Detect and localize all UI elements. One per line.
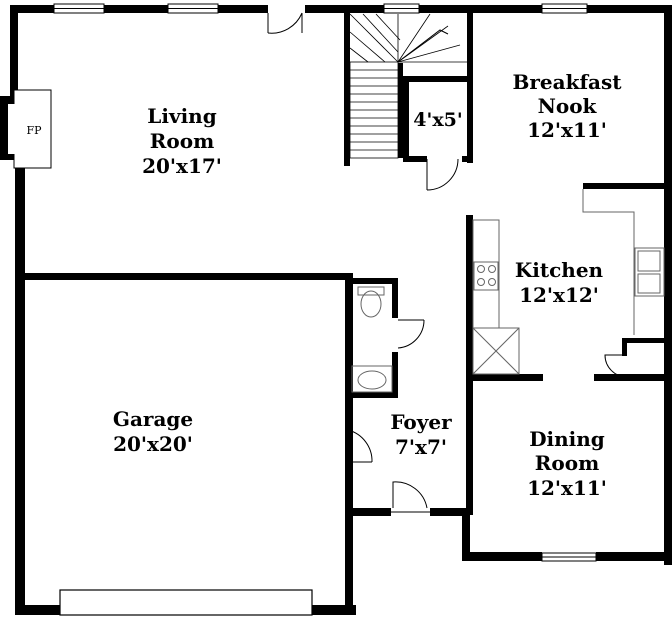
kitchen-name: Kitchen <box>515 258 604 282</box>
dining-room-name-line1: Dining <box>529 427 605 451</box>
dining-room-size: 12'x11' <box>527 476 607 500</box>
breakfast-nook-size: 12'x11' <box>527 118 607 142</box>
garage-name: Garage <box>113 407 193 431</box>
stair-right-wall <box>398 63 403 158</box>
stair-winders <box>349 13 467 63</box>
doors <box>267 5 628 516</box>
kitchen-left-wall <box>466 215 473 515</box>
room-labels: Living Room 20'x17' Breakfast Nook 12'x1… <box>113 70 622 500</box>
front-door-swing <box>392 481 428 509</box>
garage-foyer-door-swing <box>347 429 373 463</box>
living-garage-wall <box>15 273 353 280</box>
toilet-bowl <box>360 290 382 318</box>
foyer-name: Foyer <box>390 410 452 434</box>
bath-vanity <box>351 365 393 393</box>
dining-bottom-wall-right <box>596 552 672 561</box>
fireplace-box <box>13 89 52 169</box>
foyer-bottom-wall-right <box>430 508 470 516</box>
closet-top-wall <box>403 76 473 82</box>
outer-walls <box>10 5 672 615</box>
toilet-tank <box>357 286 385 296</box>
stair-treads <box>350 69 398 151</box>
bath-right-wall-lower <box>392 352 398 397</box>
pantry-top-wall <box>622 338 672 343</box>
right-wall <box>664 5 672 565</box>
fireplace: FP <box>0 89 52 169</box>
foyer-bottom-wall-left <box>345 508 391 516</box>
top-wall <box>10 5 672 13</box>
staircase <box>349 13 467 159</box>
kitchen-counter-left <box>472 219 500 329</box>
closet-bottom-left <box>403 156 427 162</box>
kitchen-sink <box>634 247 665 297</box>
garage-size: 20'x20' <box>113 432 193 456</box>
living-room-name-line1: Living <box>147 104 216 128</box>
fireplace-label: FP <box>26 124 42 137</box>
bath-bottom-wall <box>345 392 398 398</box>
kitchen-label: Kitchen 12'x12' <box>515 258 604 307</box>
burner-3 <box>477 278 485 286</box>
bottom-wall-garage-right <box>312 605 356 615</box>
dining-bottom-wall-left <box>462 552 542 561</box>
dining-room-label: Dining Room 12'x11' <box>527 427 607 500</box>
bottom-wall-garage-left <box>15 605 60 615</box>
left-wall-upper <box>10 5 18 105</box>
burner-2 <box>488 265 496 273</box>
garage-door-opening <box>59 589 313 616</box>
sink-basin-1 <box>637 250 661 272</box>
breakfast-nook-name-line2: Nook <box>538 94 598 118</box>
dining-room-name-line2: Room <box>535 451 599 475</box>
bath-fixtures <box>351 286 393 393</box>
kitchen-dining-wall-right <box>594 374 672 381</box>
kitchen-size: 12'x12' <box>519 283 599 307</box>
breakfast-nook-label: Breakfast Nook 12'x11' <box>512 70 622 142</box>
breakfast-nook-name-line1: Breakfast <box>512 70 622 94</box>
dining-left-wall <box>462 508 470 561</box>
pantry-door-swing <box>604 354 628 378</box>
refrigerator <box>472 327 520 375</box>
breakfast-bottom-wall <box>583 183 672 189</box>
burner-4 <box>488 278 496 286</box>
living-room-size: 20'x17' <box>142 154 222 178</box>
bath-sink <box>357 370 387 390</box>
burner-1 <box>477 265 485 273</box>
kitchen-dining-wall-left <box>466 374 543 381</box>
windows <box>53 3 597 616</box>
bath-top-wall <box>345 278 397 284</box>
top-entry-door-gap <box>268 5 305 13</box>
closet-bottom-right <box>462 156 473 162</box>
foyer-label: Foyer 7'x7' <box>390 410 452 459</box>
stair-arrow <box>397 29 449 63</box>
sink-basin-2 <box>637 273 661 294</box>
cooktop <box>473 261 499 291</box>
kitchen-fixtures <box>472 189 665 375</box>
bath-right-wall <box>392 278 398 318</box>
bath-door-swing <box>397 319 425 349</box>
interior-walls <box>15 13 672 515</box>
pantry-left-wall <box>622 338 627 356</box>
kitchen-counter-right <box>582 189 635 335</box>
closet-size: 4'x5' <box>413 109 462 131</box>
living-room-name-line2: Room <box>150 129 214 153</box>
closet-left-wall <box>403 76 409 158</box>
living-room-label: Living Room 20'x17' <box>142 104 222 178</box>
garage-label: Garage 20'x20' <box>113 407 193 456</box>
garage-right-wall <box>345 278 353 615</box>
top-entry-door-swing <box>267 12 303 34</box>
left-wall-lower <box>15 158 25 615</box>
closet-right-wall <box>467 13 473 163</box>
fireplace-firebox <box>8 104 16 154</box>
foyer-size: 7'x7' <box>395 435 447 459</box>
closet-door-swing <box>426 158 459 191</box>
stair-left-wall <box>344 13 350 166</box>
